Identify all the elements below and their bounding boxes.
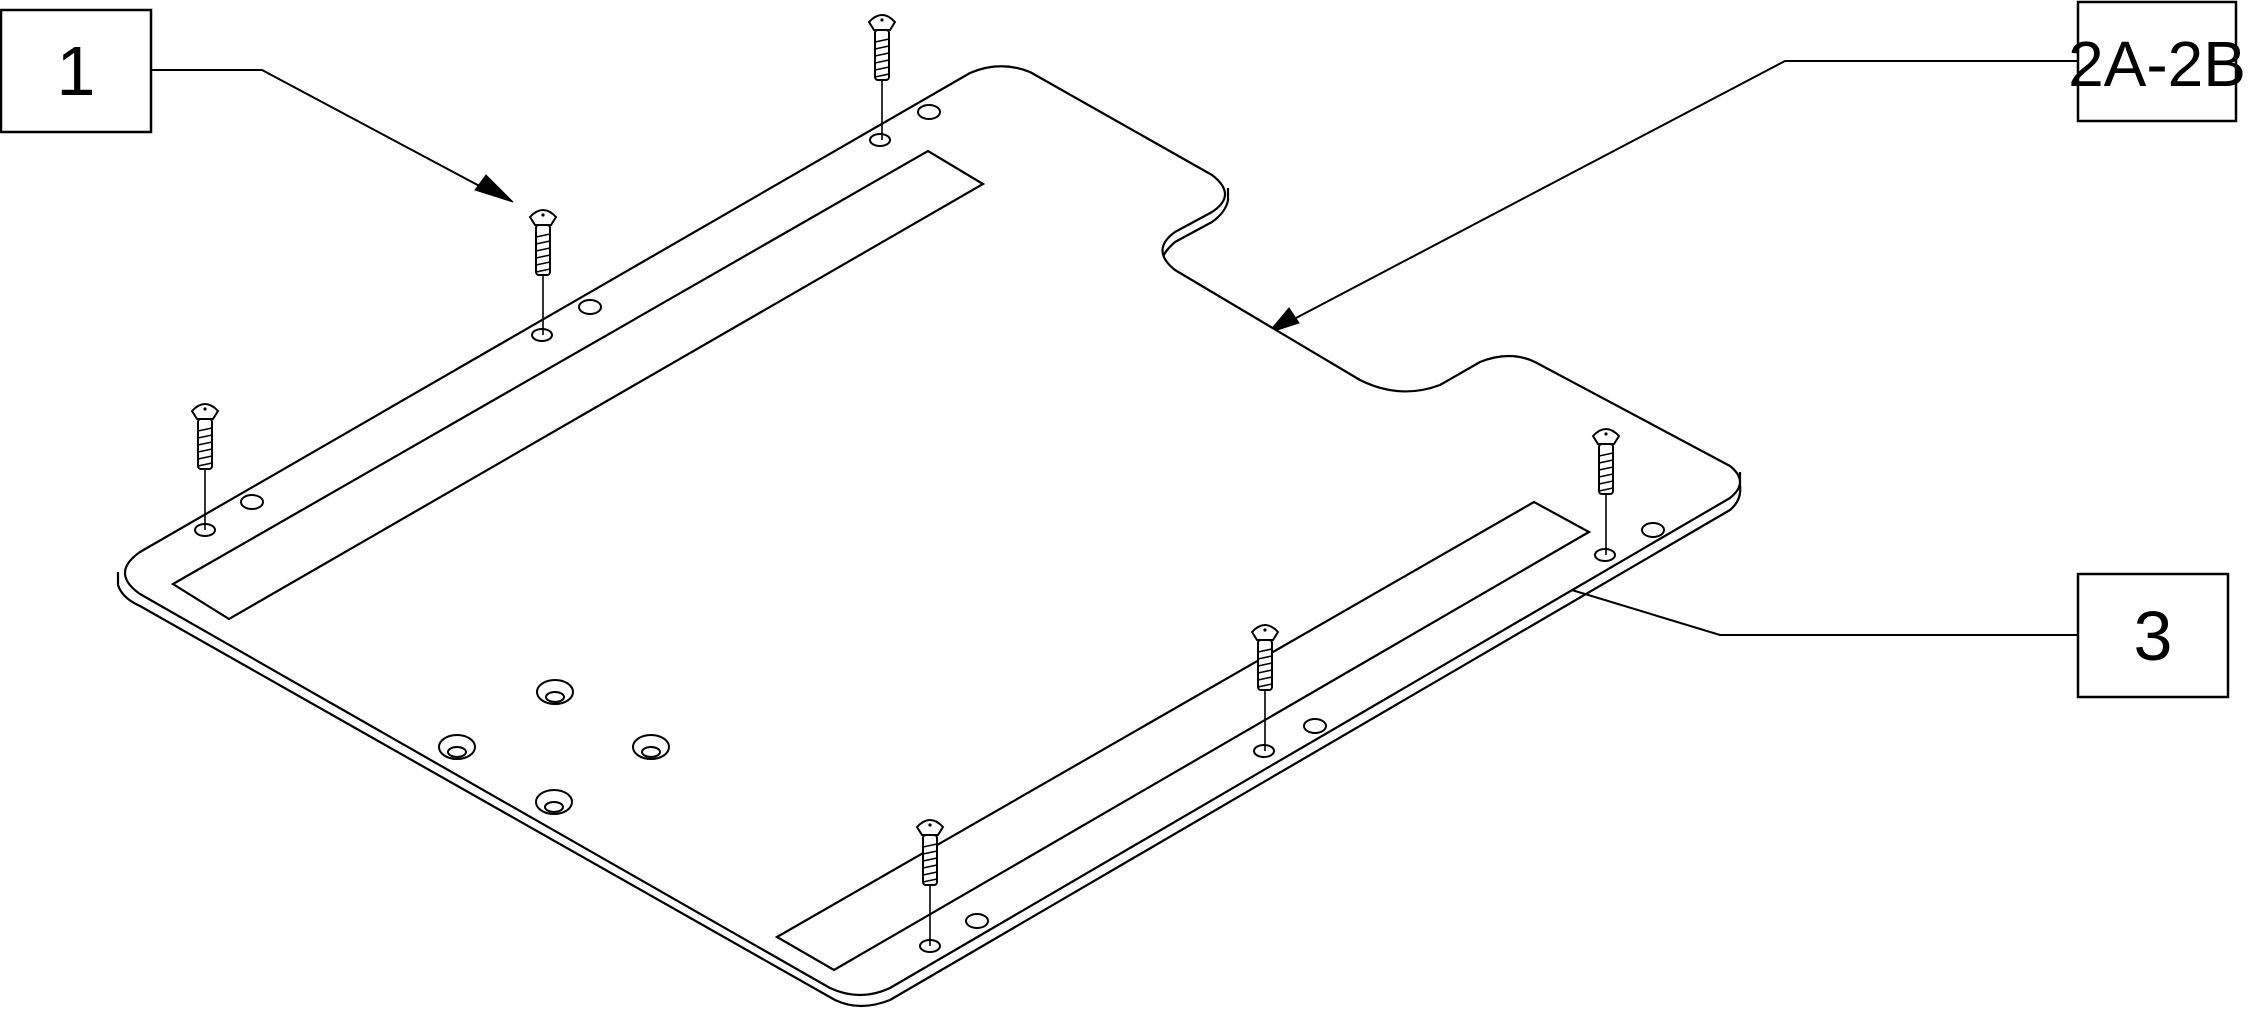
screw-thread — [874, 59, 890, 64]
screw-thread — [874, 66, 890, 71]
plate-top-face — [123, 65, 1742, 997]
screw-thread — [1257, 648, 1273, 653]
screw-head — [528, 209, 558, 226]
screw-head-dot — [541, 213, 545, 217]
screw-thread — [197, 434, 213, 439]
countersunk-hole-inner — [544, 801, 564, 813]
screw-head-dot — [1604, 432, 1608, 436]
screw-thread — [535, 254, 551, 259]
screw-thread — [874, 52, 890, 57]
screw-thread — [874, 45, 890, 50]
screw-thread — [874, 38, 890, 43]
screw-thread — [535, 268, 551, 273]
callout-1[interactable]: 1 — [0, 8, 153, 134]
callout-1-leader — [151, 69, 488, 191]
wood-screw — [915, 819, 945, 946]
screw-head-dot — [203, 407, 207, 411]
hole — [1594, 548, 1616, 562]
callout-1-label: 1 — [57, 32, 96, 110]
callout-1-arrowhead — [474, 174, 514, 203]
screw-thread — [1257, 683, 1273, 688]
hole — [1303, 718, 1327, 734]
hole — [1641, 522, 1665, 538]
hole — [1253, 744, 1275, 758]
screw-thread — [1257, 676, 1273, 681]
left-strip — [170, 149, 986, 621]
screw-thread — [1598, 466, 1614, 471]
countersunk-hole-inner — [447, 746, 467, 758]
screw-head — [867, 14, 897, 31]
screw-head — [190, 403, 220, 420]
hole — [965, 913, 989, 929]
countersunk-hole-inner — [545, 691, 565, 703]
screw-thread — [1257, 655, 1273, 660]
callout-3[interactable]: 3 — [2076, 572, 2230, 699]
wood-screw — [1250, 624, 1280, 751]
screw-thread — [197, 427, 213, 432]
screws — [190, 14, 1621, 946]
hole — [240, 494, 264, 510]
screw-thread — [1598, 480, 1614, 485]
screw-head-dot — [1263, 628, 1267, 632]
screw-head — [1250, 624, 1280, 641]
screw-thread — [535, 247, 551, 252]
callout-2a-2b-box — [2076, 0, 2238, 123]
wood-screw — [190, 403, 220, 530]
screw-thread — [1598, 473, 1614, 478]
screw-head — [1591, 428, 1621, 445]
screw-head-dot — [880, 18, 884, 22]
screw-head — [915, 819, 945, 836]
wood-screw — [528, 209, 558, 335]
hole — [531, 328, 553, 342]
callout-2a-2b-arrowhead — [1266, 307, 1300, 335]
screw-thread — [874, 73, 890, 78]
screw-thread — [535, 233, 551, 238]
countersunk-hole-inner — [641, 746, 661, 758]
screw-thread — [922, 878, 938, 883]
plate — [116, 65, 1742, 1008]
plate-thickness-edge — [116, 472, 1742, 1008]
countersunk-holes — [438, 679, 670, 815]
screw-thread — [197, 441, 213, 446]
callout-3-label: 3 — [2134, 597, 2173, 675]
callout-3-leader — [1551, 583, 2078, 636]
screw-thread — [1598, 487, 1614, 492]
callout-2a-2b-label: 2A-2B — [2068, 28, 2246, 100]
screw-thread — [1598, 459, 1614, 464]
right-strip — [774, 500, 1592, 972]
wood-screw — [1591, 428, 1621, 555]
hole — [578, 299, 602, 315]
screw-thread — [922, 864, 938, 869]
screw-thread — [922, 857, 938, 862]
screw-thread — [1257, 669, 1273, 674]
callout-2a-2b-leader — [1295, 60, 2078, 319]
screw-thread — [922, 871, 938, 876]
hole — [869, 133, 891, 147]
screw-head-dot — [928, 823, 932, 827]
screw-thread — [535, 240, 551, 245]
screw-thread — [535, 261, 551, 266]
wood-screw — [867, 14, 897, 140]
screw-thread — [197, 448, 213, 453]
screw-thread — [1257, 662, 1273, 667]
callout-2a-2b[interactable]: 2A-2B — [2068, 0, 2246, 123]
callout-1-box — [0, 8, 153, 134]
hole — [917, 104, 941, 120]
screw-thread — [922, 850, 938, 855]
screw-thread — [197, 462, 213, 467]
screw-thread — [197, 455, 213, 460]
mounting-holes — [194, 104, 1665, 953]
screw-thread — [1598, 452, 1614, 457]
screw-thread — [922, 843, 938, 848]
